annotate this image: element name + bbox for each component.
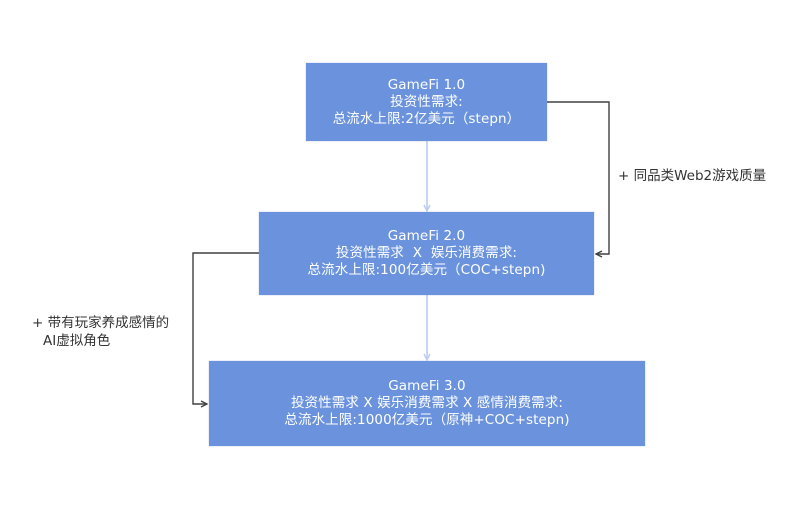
edge-label-web2-quality: + 同品类Web2游戏质量 (618, 167, 766, 185)
edge-label-text: + 同品类Web2游戏质量 (618, 168, 767, 184)
node-ceiling: 总流水上限:100亿美元（COC+stepn) (307, 262, 546, 278)
node-demand: 投资性需求 X 娱乐消费需求 X 感情消费需求: (290, 395, 564, 411)
node-demand: 投资性需求 X 娱乐消费需求: (335, 245, 518, 261)
edge-label-line-2: AI虚拟角色 (43, 333, 111, 349)
edge-label-ai-character: + 带有玩家养成感情的 AI虚拟角色 (32, 314, 169, 350)
node-title: GameFi 3.0 (388, 378, 466, 394)
gamefi-3-node: GameFi 3.0 投资性需求 X 娱乐消费需求 X 感情消费需求: 总流水上… (209, 361, 645, 446)
gamefi-2-node: GameFi 2.0 投资性需求 X 娱乐消费需求: 总流水上限:100亿美元（… (259, 212, 594, 295)
node-demand: 投资性需求: (390, 93, 463, 110)
node-ceiling: 总流水上限:2亿美元（stepn） (332, 110, 521, 127)
edge-label-line-1: + 带有玩家养成感情的 (32, 315, 170, 331)
node-title: GameFi 1.0 (387, 76, 466, 93)
node-title: GameFi 2.0 (387, 228, 466, 244)
node-ceiling: 总流水上限:1000亿美元（原神+COC+stepn) (284, 412, 570, 428)
gamefi-1-node: GameFi 1.0 投资性需求: 总流水上限:2亿美元（stepn） (306, 63, 547, 141)
